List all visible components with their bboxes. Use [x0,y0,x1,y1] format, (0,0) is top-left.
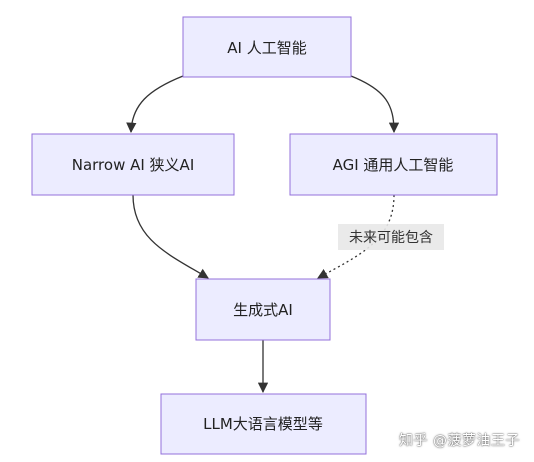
node-agi-label: AGI 通用人工智能 [333,156,454,174]
node-ai-label: AI 人工智能 [227,39,306,57]
node-genai-label: 生成式AI [233,301,293,319]
edge-label-future-text: 未来可能包含 [349,230,433,246]
node-llm-label: LLM大语言模型等 [203,415,323,433]
node-agi[interactable]: AGI 通用人工智能 [289,133,498,196]
node-llm[interactable]: LLM大语言模型等 [160,393,367,455]
node-genai[interactable]: 生成式AI [195,278,331,341]
edge-narrow-to-genai [132,194,209,279]
node-narrow-ai-label: Narrow AI 狭义AI [72,156,195,174]
edge-ai-to-agi [350,75,400,134]
edge-label-future: 未来可能包含 [338,224,444,250]
node-narrow-ai[interactable]: Narrow AI 狭义AI [31,133,235,196]
watermark: 知乎 @菠萝油王子 [399,433,520,449]
node-ai[interactable]: AI 人工智能 [182,16,352,78]
edge-ai-to-narrow [126,75,184,134]
